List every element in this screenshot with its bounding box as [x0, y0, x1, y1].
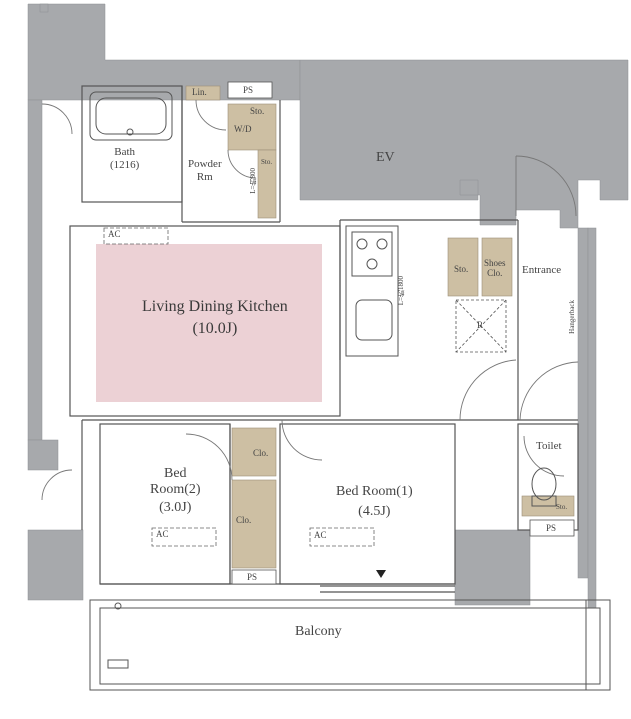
ac-label-ldk: AC	[108, 229, 121, 239]
r-label: R	[477, 320, 484, 330]
bathtub	[89, 91, 173, 141]
entrance-box	[455, 299, 507, 353]
powder-counter-length: L=約800	[249, 168, 257, 194]
entrance-label: Entrance	[522, 264, 562, 276]
kitchen-counter	[345, 225, 399, 357]
shoes-closet-label: Shoes Clo.	[484, 258, 506, 279]
bath-size: (1216)	[110, 158, 140, 171]
sto-label-entrance: Sto.	[454, 264, 469, 274]
bed2-size: (3.0J)	[159, 500, 192, 516]
clo-label-upper: Clo.	[253, 448, 269, 458]
sto-label-powder: Sto.	[261, 158, 273, 166]
shoes-line1: Shoes	[484, 258, 506, 268]
ldk-area	[96, 244, 322, 402]
toilet-label: Toilet	[536, 440, 562, 452]
lin-label: Lin.	[192, 87, 207, 97]
walls	[27, 3, 629, 609]
shoes-line2: Clo.	[487, 268, 503, 279]
door-swings	[41, 99, 579, 501]
ac-boxes	[103, 227, 375, 547]
balcony	[89, 599, 611, 691]
bed2-line2: Room(2)	[150, 482, 201, 498]
hanger-rack-label: Hangerback	[568, 300, 576, 334]
bed-room-1-label: Bed Room(1) (4.5J)	[336, 484, 413, 520]
ev-label: EV	[376, 150, 395, 165]
ps-label-top: PS	[243, 85, 254, 95]
bed1-size: (4.5J)	[358, 504, 391, 520]
powder-line2: Rm	[196, 170, 213, 183]
ldk-label: Living Dining Kitchen (10.0J)	[142, 298, 288, 339]
toilet-fixture	[531, 467, 557, 507]
bed-room-2-label: Bed Room(2) (3.0J)	[150, 466, 201, 516]
kitchen-counter-length: L=約1800	[397, 276, 405, 306]
interior-lines	[69, 85, 579, 593]
sash-marker	[376, 570, 386, 578]
ps-label-toilet: PS	[546, 523, 557, 533]
bed2-line1: Bed	[164, 466, 187, 481]
bath-label: Bath (1216)	[110, 146, 139, 171]
balcony-label: Balcony	[295, 624, 342, 639]
ac-label-bed1: AC	[314, 530, 327, 540]
powder-room-label: Powder Rm	[188, 158, 222, 183]
sto-label-toilet: Sto.	[556, 503, 568, 511]
ac-label-bed2: AC	[156, 529, 169, 539]
clo-label-lower: Clo.	[236, 515, 252, 525]
ps-label-bottom: PS	[247, 572, 258, 582]
ldk-size: (10.0J)	[192, 320, 238, 338]
ldk-name: Living Dining Kitchen	[142, 298, 288, 315]
ps-boxes	[227, 81, 575, 585]
storage-blocks	[185, 85, 575, 569]
sto-label-wd: Sto.	[250, 106, 265, 116]
wd-label: W/D	[234, 124, 252, 134]
bath-name: Bath	[114, 146, 136, 158]
bed1-name: Bed Room(1)	[336, 484, 413, 499]
powder-line1: Powder	[188, 158, 222, 170]
